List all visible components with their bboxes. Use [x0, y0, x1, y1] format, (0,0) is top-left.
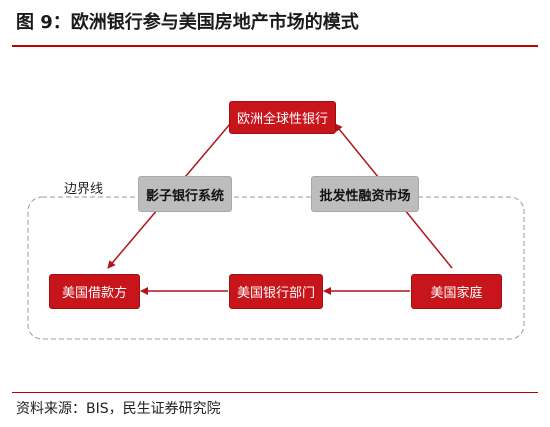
source-divider [12, 392, 538, 393]
node-us-banks: 美国银行部门 [229, 274, 323, 309]
node-us-borrowers: 美国借款方 [49, 274, 140, 309]
node-us-households: 美国家庭 [411, 274, 502, 309]
boundary-label: 边界线 [64, 182, 104, 197]
node-wholesale-funding-market: 批发性融资市场 [311, 176, 419, 212]
node-european-global-banks: 欧洲全球性银行 [229, 101, 336, 134]
source-note: 资料来源：BIS，民生证券研究院 [16, 401, 221, 417]
boundary-line [27, 196, 525, 340]
figure-title: 图 9：欧洲银行参与美国房地产市场的模式 [16, 12, 359, 33]
title-divider [12, 45, 538, 47]
node-shadow-banking: 影子银行系统 [138, 176, 232, 212]
